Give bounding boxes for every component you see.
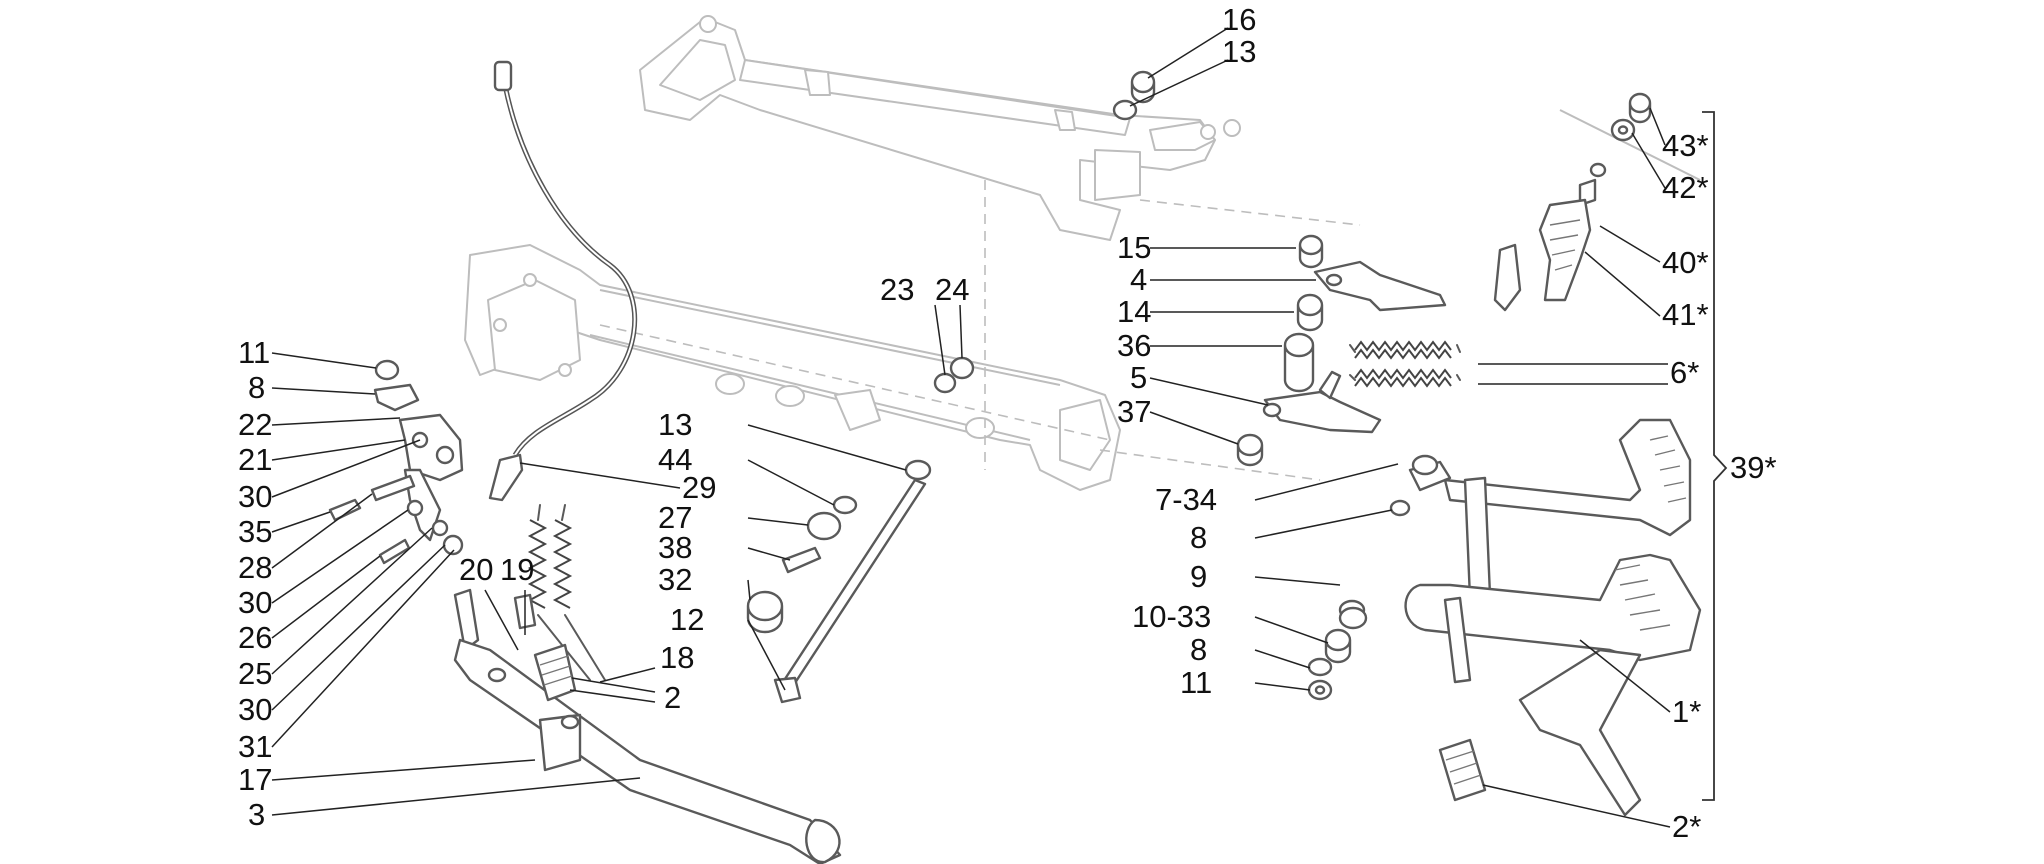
callout-21: 21 xyxy=(238,442,272,477)
pedal-pad-assembly xyxy=(1493,92,1701,312)
callout-31: 31 xyxy=(238,729,272,764)
callout-36: 36 xyxy=(1117,328,1151,363)
callout-8-r2: 8 xyxy=(1190,632,1207,667)
callout-25: 25 xyxy=(238,656,272,691)
callout-43: 43* xyxy=(1662,128,1709,163)
pivot-components xyxy=(746,459,932,704)
upper-frame-rail xyxy=(639,15,1361,241)
stand-lever xyxy=(453,588,842,864)
callout-11-right: 11 xyxy=(1180,665,1212,700)
callout-2-left: 2 xyxy=(664,680,681,715)
callout-5: 5 xyxy=(1130,360,1147,395)
callout-22: 22 xyxy=(238,407,272,442)
callout-40: 40* xyxy=(1662,245,1709,280)
callout-10-33: 10-33 xyxy=(1132,599,1211,634)
callout-39: 39* xyxy=(1730,450,1777,485)
callout-26: 26 xyxy=(238,620,272,655)
callout-8-left: 8 xyxy=(248,370,265,405)
callout-7-34: 7-34 xyxy=(1155,482,1217,517)
callout-30-a: 30 xyxy=(238,479,272,514)
pedal-bracket-cluster xyxy=(1236,234,1447,467)
callout-23: 23 xyxy=(880,272,914,307)
callout-16: 16 xyxy=(1222,2,1256,37)
callout-13-mid: 13 xyxy=(658,407,692,442)
callout-35: 35 xyxy=(238,514,272,549)
callout-labels: 16 13 43* 42* 15 4 14 36 5 37 40* 41* 6*… xyxy=(238,2,1777,844)
callout-20: 20 xyxy=(459,552,493,587)
pedal-hardware xyxy=(1307,628,1352,701)
group-bracket xyxy=(1702,111,1728,801)
callout-3: 3 xyxy=(248,797,265,832)
callout-30-c: 30 xyxy=(238,692,272,727)
main-frame-rail xyxy=(464,180,1321,491)
callout-9: 9 xyxy=(1190,559,1207,594)
callout-12: 12 xyxy=(670,602,704,637)
callout-2-right: 2* xyxy=(1672,809,1701,844)
callout-29: 29 xyxy=(682,470,716,505)
bushing-16-13 xyxy=(1112,70,1156,121)
springs-and-rubber xyxy=(513,504,606,702)
callout-11-left: 11 xyxy=(238,335,270,370)
callout-32: 32 xyxy=(658,562,692,597)
pedal-rubber-2 xyxy=(1438,738,1487,802)
leader-lines xyxy=(271,27,1671,828)
brake-pedal-frame xyxy=(1338,418,1702,817)
callout-27: 27 xyxy=(658,500,692,535)
callout-13-top: 13 xyxy=(1222,34,1256,69)
callout-8-r1: 8 xyxy=(1190,520,1207,555)
callout-14: 14 xyxy=(1117,294,1151,329)
throttle-cable xyxy=(488,60,638,502)
callout-18: 18 xyxy=(660,640,694,675)
callout-38: 38 xyxy=(658,530,692,565)
callout-6: 6* xyxy=(1670,355,1699,390)
callout-44: 44 xyxy=(658,442,692,477)
callout-24: 24 xyxy=(935,272,969,307)
callout-17: 17 xyxy=(238,762,272,797)
callout-4: 4 xyxy=(1130,262,1147,297)
callout-19: 19 xyxy=(500,552,534,587)
callout-37: 37 xyxy=(1117,394,1151,429)
callout-30-b: 30 xyxy=(238,585,272,620)
callout-42: 42* xyxy=(1662,170,1709,205)
return-springs xyxy=(1349,340,1461,388)
callout-15: 15 xyxy=(1117,230,1151,265)
callout-41: 41* xyxy=(1662,297,1709,332)
callout-1: 1* xyxy=(1672,694,1701,729)
callout-28: 28 xyxy=(238,550,272,585)
left-bracket-cluster xyxy=(328,359,464,565)
